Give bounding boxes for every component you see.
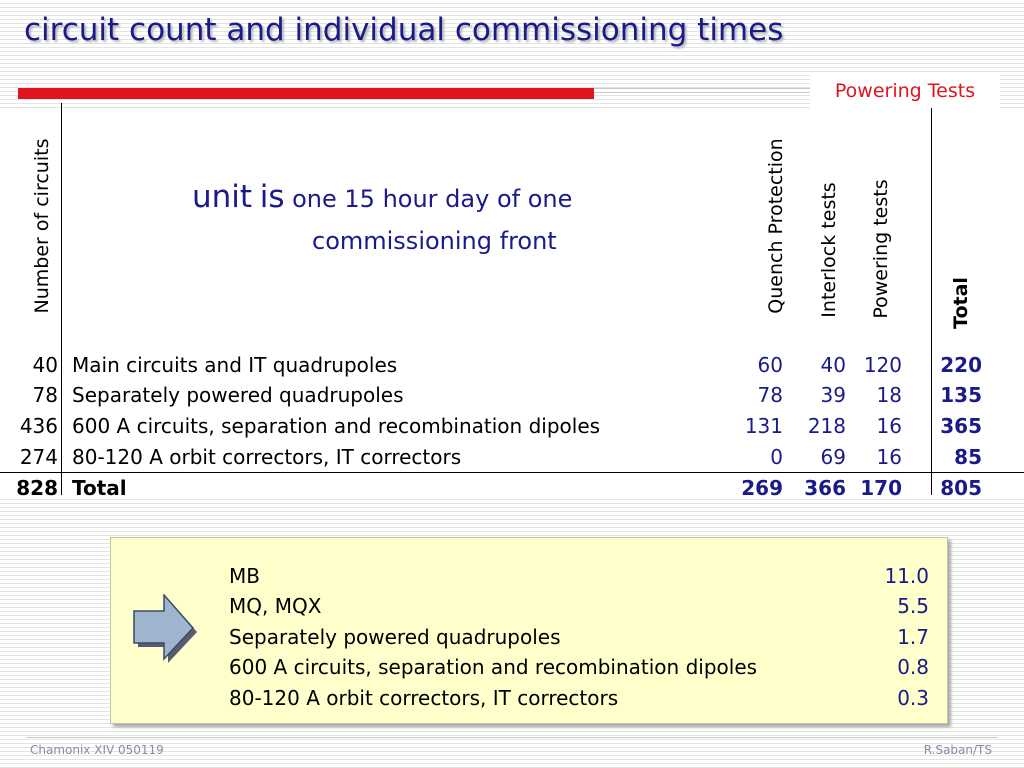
summary-row: MB 11.0 (229, 561, 929, 592)
powering-tests-value: 16 (876, 445, 902, 469)
table-row: 436 600 A circuits, separation and recom… (0, 411, 1024, 442)
summary-label: MQ, MQX (229, 594, 322, 618)
summary-value: 0.8 (897, 655, 929, 679)
summary-value: 1.7 (897, 625, 929, 649)
total-value: 365 (940, 414, 982, 438)
summary-row: MQ, MQX 5.5 (229, 591, 929, 622)
circuit-label: Separately powered quadrupoles (72, 383, 404, 407)
quench-protection-value: 0 (770, 445, 783, 469)
column-header-powering-tests: Powering tests (870, 179, 892, 319)
total-value: 220 (940, 353, 982, 377)
summary-row: 80-120 A orbit correctors, IT correctors… (229, 683, 929, 714)
interlock-tests-value: 69 (820, 445, 846, 469)
unit-word: unit (192, 179, 253, 215)
table-row: 274 80-120 A orbit correctors, IT correc… (0, 442, 1024, 473)
summary-label: MB (229, 564, 260, 588)
circuit-table-background (0, 108, 1024, 498)
summary-value: 11.0 (884, 564, 929, 588)
table-divider-total (931, 108, 932, 495)
right-arrow-icon (133, 594, 197, 663)
table-row: 78 Separately powered quadrupoles 78 39 … (0, 380, 1024, 411)
powering-tests-value: 120 (863, 353, 902, 377)
footer-right: R.Saban/TS (923, 743, 992, 757)
quench-protection-value: 131 (744, 414, 783, 438)
quench-protection-value: 78 (757, 383, 783, 407)
interlock-tests-value: 218 (807, 414, 846, 438)
column-header-total: Total (950, 277, 972, 329)
powering-tests-value: 18 (876, 383, 902, 407)
total-value: 85 (954, 445, 982, 469)
circuit-label: Main circuits and IT quadrupoles (72, 353, 398, 377)
circuit-label: 80-120 A orbit correctors, IT correctors (72, 445, 462, 469)
circuit-count: 78 (32, 383, 58, 407)
footer-rule (26, 737, 998, 738)
summary-value: 5.5 (897, 594, 929, 618)
summary-label: 600 A circuits, separation and recombina… (229, 655, 758, 679)
footer-left: Chamonix XIV 050119 (30, 743, 164, 757)
table-row: 40 Main circuits and IT quadrupoles 60 4… (0, 350, 1024, 381)
table-divider-total-row (0, 472, 1024, 473)
circuit-count: 274 (19, 445, 58, 469)
total-circuit-count: 828 (16, 476, 58, 500)
circuit-label: 600 A circuits, separation and recombina… (72, 414, 601, 438)
row-header-number-of-circuits: Number of circuits (31, 138, 53, 314)
title-rule-grey (594, 88, 810, 93)
title-rule-red (18, 88, 594, 99)
circuit-count: 436 (19, 414, 58, 438)
powering-tests-value: 16 (876, 414, 902, 438)
grand-total: 805 (940, 476, 982, 500)
table-divider-count (61, 103, 62, 495)
total-quench-protection: 269 (741, 476, 783, 500)
circuit-count: 40 (32, 353, 58, 377)
total-label: Total (72, 476, 127, 500)
summary-row: Separately powered quadrupoles 1.7 (229, 622, 929, 653)
summary-box: MB 11.0 MQ, MQX 5.5 Separately powered q… (110, 537, 948, 724)
total-value: 135 (940, 383, 982, 407)
summary-label: 80-120 A orbit correctors, IT correctors (229, 686, 619, 710)
total-interlock-tests: 366 (804, 476, 846, 500)
total-powering-tests: 170 (860, 476, 902, 500)
section-label: Powering Tests (810, 74, 1000, 108)
column-header-quench-protection: Quench Protection (765, 138, 787, 314)
unit-definition: unit is one 15 hour day of one commissio… (192, 176, 572, 262)
table-total-row: 828 Total 269 366 170 805 (0, 473, 1024, 504)
column-header-interlock-tests: Interlock tests (818, 182, 840, 318)
summary-value: 0.3 (897, 686, 929, 710)
unit-is: is (259, 179, 285, 215)
unit-line-1: one 15 hour day of one (292, 185, 573, 213)
summary-row: 600 A circuits, separation and recombina… (229, 652, 929, 683)
interlock-tests-value: 40 (820, 353, 846, 377)
interlock-tests-value: 39 (820, 383, 846, 407)
summary-label: Separately powered quadrupoles (229, 625, 561, 649)
slide-title: circuit count and individual commissioni… (24, 12, 784, 48)
unit-line-2: commissioning front (312, 227, 557, 255)
quench-protection-value: 60 (757, 353, 783, 377)
